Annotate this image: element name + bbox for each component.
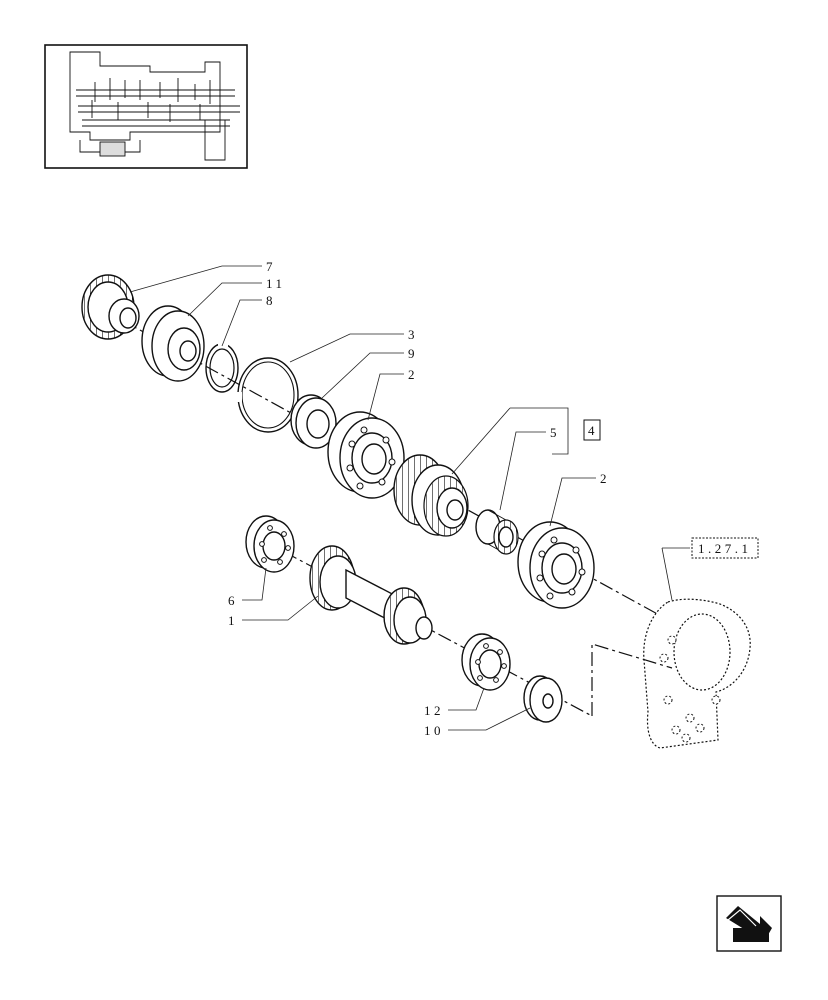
callout-labels: 7 11 8 3 9 2 5 4 2 1.27.1 6 1 12 10	[228, 259, 759, 738]
callout-5: 5	[550, 425, 560, 440]
bearing-2-upper	[327, 411, 405, 499]
gear-hub-4	[393, 454, 469, 537]
spacer-9	[290, 394, 337, 449]
snap-ring-3	[232, 357, 299, 433]
callout-2-lower: 2	[600, 471, 610, 486]
callout-11: 11	[266, 276, 286, 291]
callout-9: 9	[408, 346, 418, 361]
callout-6: 6	[228, 593, 238, 608]
snap-ring-8	[205, 342, 239, 393]
callout-7: 7	[266, 259, 276, 274]
sleeve-11	[141, 305, 205, 382]
housing-ref-1-27-1	[643, 598, 751, 749]
callout-12: 12	[424, 703, 444, 718]
callout-1-27-1-box	[691, 537, 759, 559]
bearing-12	[461, 633, 511, 691]
washer-10	[523, 675, 563, 723]
bearing-2-lower	[517, 521, 595, 609]
locator-thumbnail[interactable]	[44, 44, 248, 169]
needle-bearing-5	[475, 509, 519, 555]
callout-8: 8	[266, 293, 276, 308]
gear-7	[81, 274, 140, 340]
leader-lines	[129, 265, 690, 731]
bearing-6	[245, 515, 295, 573]
next-page-arrow-icon[interactable]	[716, 895, 782, 952]
cluster-shaft-1	[309, 545, 433, 645]
callout-2-upper: 2	[408, 367, 418, 382]
callout-1: 1	[228, 613, 238, 628]
callout-1-27-1: 1.27.1	[698, 541, 752, 556]
callout-10: 10	[424, 723, 444, 738]
connection-line	[591, 643, 673, 716]
callout-3: 3	[408, 327, 418, 342]
callout-4: 4	[588, 423, 598, 438]
callout-4-box	[583, 419, 601, 441]
